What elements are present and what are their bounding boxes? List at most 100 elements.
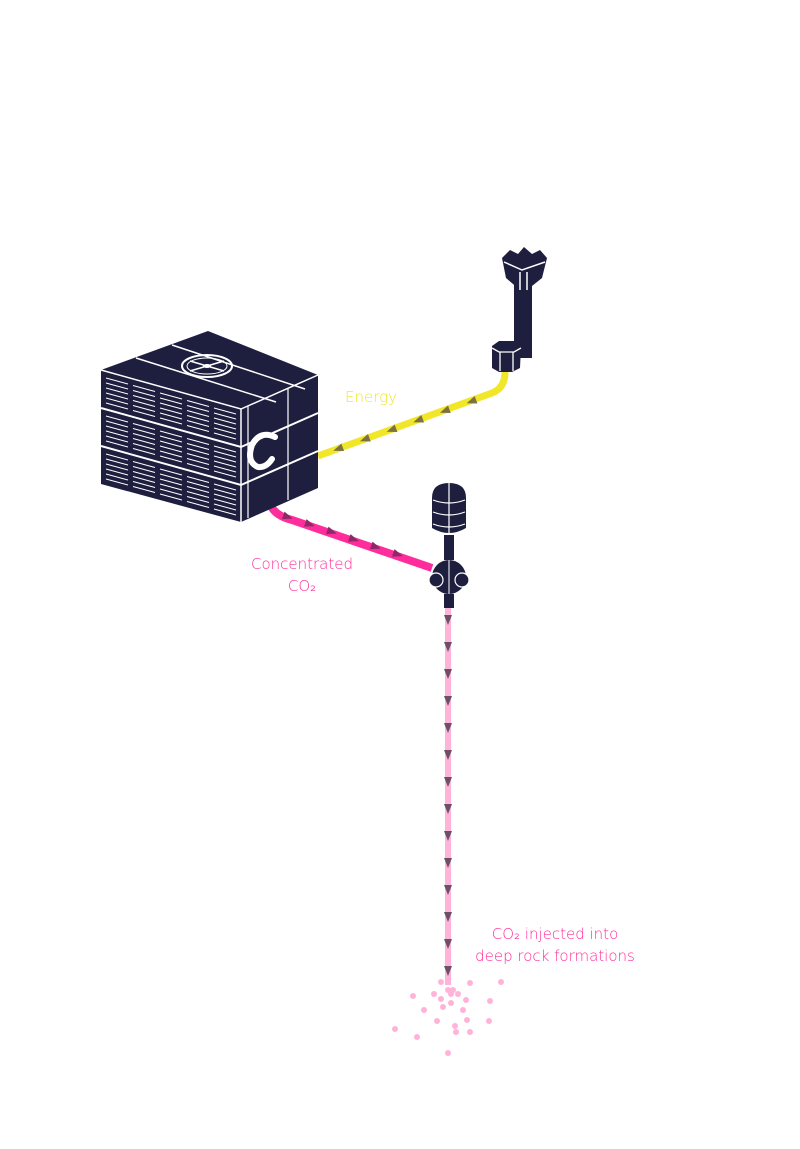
flow-arrow	[444, 723, 452, 733]
vent-slat	[213, 450, 237, 458]
power-tower-icon	[491, 247, 547, 372]
co2-dot	[414, 1034, 420, 1040]
vent-slat	[105, 425, 129, 433]
vent-slat	[132, 395, 156, 402]
vent-slat	[186, 410, 210, 417]
flow-arrow	[439, 405, 451, 414]
vent-slat	[186, 443, 210, 450]
vent-slat	[213, 483, 237, 491]
vent-slat	[213, 412, 237, 420]
vent-slat	[132, 466, 156, 473]
vent-slat	[132, 481, 156, 488]
co2-dot	[392, 1026, 398, 1032]
injected-co2-label-line1: CO₂ injected into	[491, 925, 619, 943]
co2-dot	[464, 1017, 470, 1023]
vent-slat	[132, 423, 156, 430]
vent-slat	[105, 392, 129, 400]
vent-slat	[159, 450, 183, 458]
vent-slat	[159, 478, 183, 486]
vent-slat	[186, 463, 210, 470]
co2-dot	[434, 1018, 440, 1024]
vent-slat	[186, 481, 210, 488]
flow-arrow	[444, 696, 452, 706]
vent-slat	[132, 400, 156, 407]
vent-slat	[105, 435, 129, 443]
flow-arrow	[333, 443, 345, 452]
flow-arrow	[444, 642, 452, 652]
vent-slat	[213, 460, 237, 468]
vent-slat	[159, 445, 183, 453]
flow-arrow	[444, 804, 452, 814]
vent-slat	[132, 461, 156, 468]
vent-slat	[105, 440, 129, 448]
vent-slat	[186, 415, 210, 422]
vent-slat	[105, 463, 129, 471]
vent-slat	[159, 430, 183, 438]
vent-slat	[213, 470, 237, 478]
vent-slat	[213, 493, 237, 501]
vent-slat	[159, 488, 183, 496]
vent-slat	[213, 498, 237, 506]
vent-slat	[186, 491, 210, 498]
vent-slat	[186, 425, 210, 432]
vent-slat	[186, 501, 210, 508]
vent-slat	[105, 478, 129, 486]
vent-slat	[159, 417, 183, 425]
flow-arrow	[359, 434, 371, 442]
energy-pipe	[316, 371, 509, 460]
flow-arrow	[444, 615, 452, 625]
co2-dot	[453, 1029, 459, 1035]
vent-slat	[105, 377, 129, 385]
vent-slat	[213, 455, 237, 463]
vent-slat	[105, 420, 129, 428]
vent-slat	[159, 435, 183, 443]
co2-dispersion-dots	[392, 979, 504, 1056]
flow-arrow	[444, 939, 452, 949]
vent-slat	[132, 428, 156, 435]
vent-slat	[159, 440, 183, 448]
co2-dot	[452, 1023, 458, 1029]
vent-slat	[159, 402, 183, 410]
vent-slat	[132, 443, 156, 450]
vent-slat	[186, 448, 210, 455]
concentrated-co2-label: Concentrated CO₂	[232, 553, 372, 597]
vent-slat	[186, 476, 210, 483]
co2-dot	[445, 1050, 451, 1056]
flow-arrow	[444, 669, 452, 679]
energy-label: Energy	[345, 388, 397, 406]
vent-slat	[186, 486, 210, 493]
flow-arrow	[386, 424, 398, 433]
vent-slat	[186, 496, 210, 503]
vent-slat	[105, 473, 129, 481]
co2-dot	[438, 979, 444, 985]
co2-dot	[460, 1007, 466, 1013]
vent-slat	[132, 390, 156, 397]
vent-slat	[105, 387, 129, 395]
vent-slat	[159, 473, 183, 481]
co2-dot	[440, 1004, 446, 1010]
vent-slat	[159, 455, 183, 463]
co2-dot	[410, 993, 416, 999]
vent-slat	[186, 453, 210, 460]
vent-slat	[159, 468, 183, 476]
energy-flow-arrows	[333, 396, 478, 452]
flow-arrow	[325, 526, 337, 535]
vent-slat	[132, 486, 156, 493]
injected-co2-label: CO₂ injected into deep rock formations	[460, 923, 650, 967]
vent-slat	[132, 471, 156, 478]
vent-slat	[213, 422, 237, 430]
vent-slat	[132, 385, 156, 392]
vent-slat	[213, 407, 237, 415]
flow-arrow	[369, 541, 381, 550]
vent-slat	[132, 448, 156, 455]
co2-dot	[487, 998, 493, 1004]
vent-slat	[213, 503, 237, 511]
vent-slat	[105, 430, 129, 438]
co2-dot	[448, 991, 454, 997]
flow-arrow	[444, 777, 452, 787]
vent-grilles	[105, 377, 237, 516]
vent-slat	[186, 405, 210, 412]
injection-arrows	[444, 615, 452, 976]
flow-arrow	[444, 750, 452, 760]
